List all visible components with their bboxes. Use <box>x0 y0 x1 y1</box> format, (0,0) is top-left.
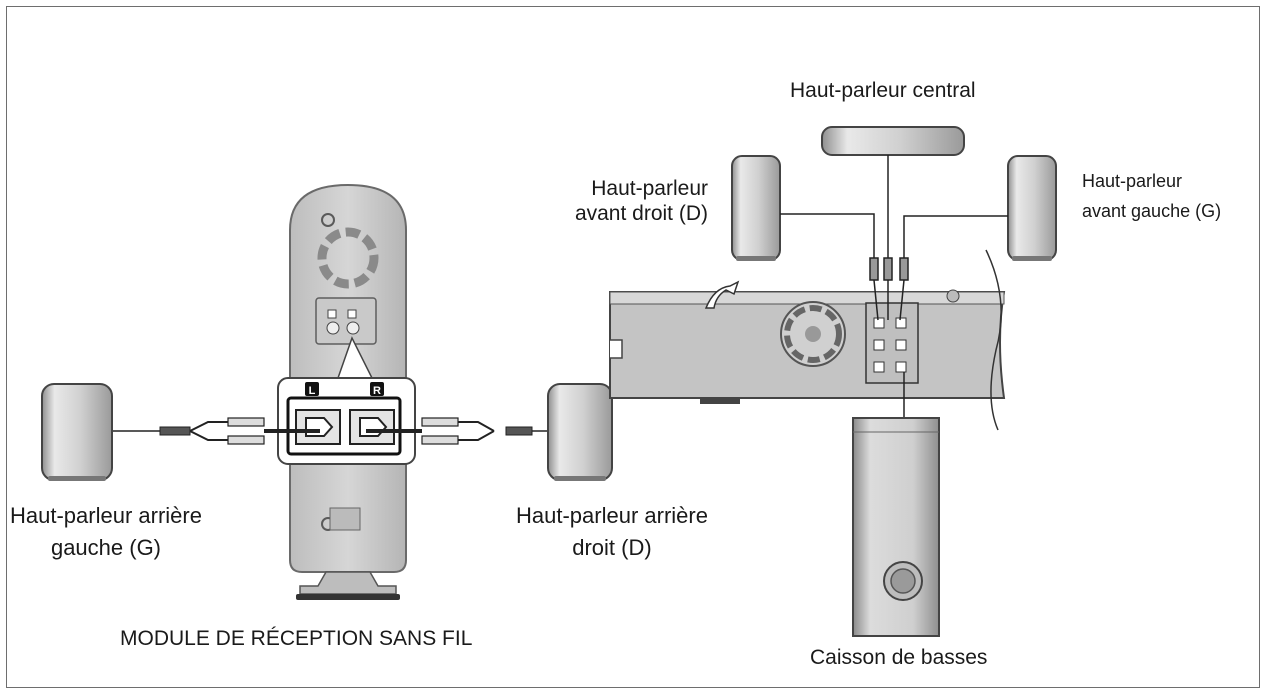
label-subwoofer: Caisson de basses <box>810 646 988 669</box>
label-rear-left-speaker: Haut-parleur arrière gauche (G) <box>10 500 202 564</box>
main-unit <box>609 280 1006 404</box>
port-l-badge <box>305 382 319 396</box>
label-front-left-line1: Haut-parleur <box>1082 171 1183 191</box>
label-front-right-line2: avant droit (D) <box>574 202 708 225</box>
rear-right-speaker <box>547 383 613 481</box>
rear-left-cable <box>110 417 320 445</box>
label-rear-left-line2: gauche (G) <box>50 535 162 560</box>
port-r-badge <box>370 382 384 396</box>
center-speaker <box>821 126 965 156</box>
label-wireless-module: MODULE DE RÉCEPTION SANS FIL <box>120 627 473 650</box>
diagram-frame <box>6 6 1260 688</box>
label-rear-right-line2: droit (D) <box>572 535 652 560</box>
module-fan-icon <box>317 227 379 289</box>
label-rear-left-line1: Haut-parleur arrière <box>10 503 202 528</box>
front-left-speaker <box>1007 155 1057 261</box>
main-unit-fan-icon <box>780 301 846 367</box>
label-front-right-speaker: Haut-parleur avant droit (D) <box>575 176 708 226</box>
label-center-speaker: Haut-parleur central <box>790 79 976 102</box>
rear-left-speaker <box>41 383 113 481</box>
label-rear-right-line1: Haut-parleur arrière <box>516 503 708 528</box>
label-front-left-line2: avant gauche (G) <box>1082 201 1222 221</box>
port-l-label: L <box>309 385 316 397</box>
rear-right-cable <box>366 417 548 445</box>
front-right-speaker <box>731 155 781 261</box>
label-front-right-line1: Haut-parleur <box>591 177 708 200</box>
port-r-label: R <box>373 385 381 397</box>
label-rear-right-speaker: Haut-parleur arrière droit (D) <box>516 500 708 564</box>
subwoofer <box>852 417 940 637</box>
front-speaker-wiring <box>780 155 1008 422</box>
cutaway-line <box>985 249 1002 431</box>
wireless-receiver-module <box>277 183 416 600</box>
label-front-left-speaker: Haut-parleur avant gauche (G) <box>1082 166 1221 226</box>
